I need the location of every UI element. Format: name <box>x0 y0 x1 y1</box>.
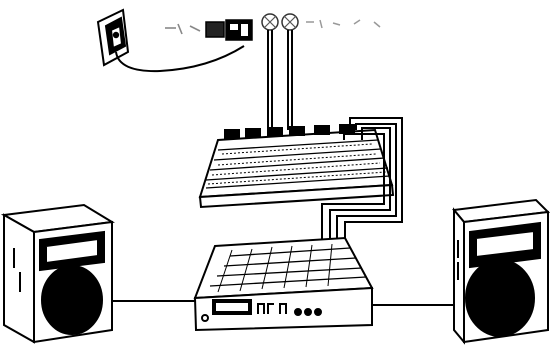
wall-outlet <box>96 8 130 67</box>
right-speaker <box>452 198 550 345</box>
power-cord <box>115 45 245 73</box>
power-strip <box>165 13 381 41</box>
console-to-amp-cables <box>321 117 403 245</box>
mixing-console <box>198 124 395 209</box>
left-speaker <box>0 203 115 344</box>
power-amplifier <box>193 236 374 332</box>
power-cables-to-console <box>267 30 293 130</box>
